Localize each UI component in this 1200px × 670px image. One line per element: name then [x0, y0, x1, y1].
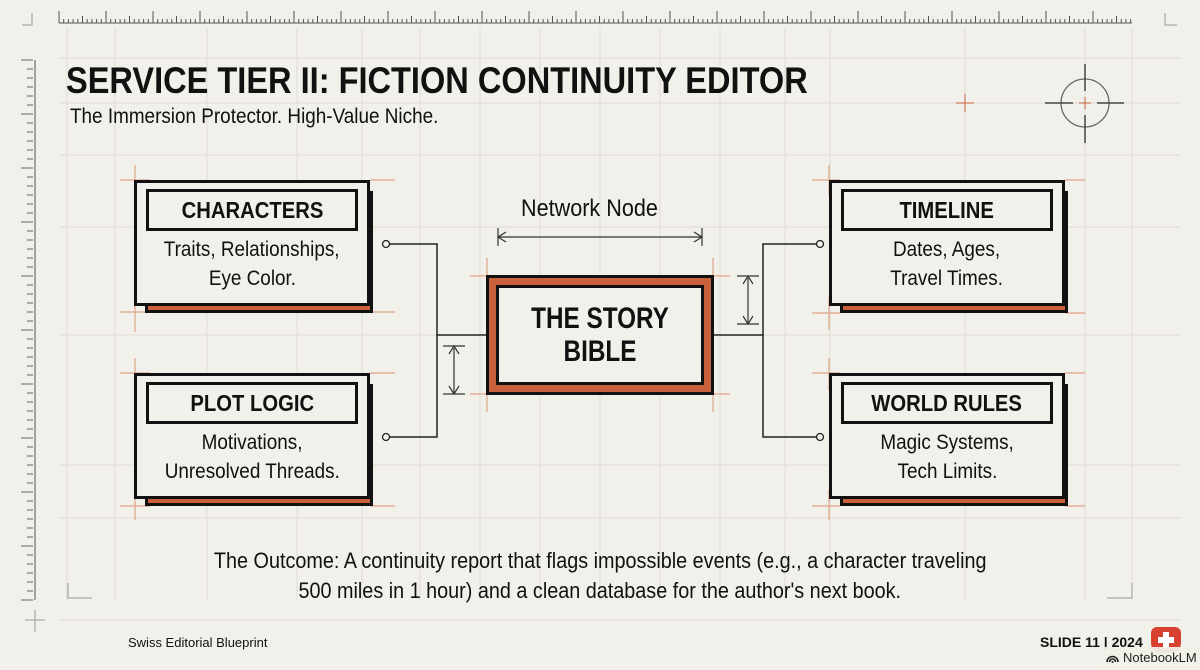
port-plot-logic [381, 432, 391, 442]
node-description: Magic Systems,Tech Limits. [880, 431, 1014, 483]
connector-lines [389, 243, 817, 438]
dimension-arrows [443, 228, 759, 396]
slide-number: SLIDE 11 | 2024 [1040, 634, 1143, 650]
node-plot-logic: PLOT LOGIC Motivations,Unresolved Thread… [134, 373, 373, 506]
notebooklm-logo-icon [1106, 655, 1119, 663]
port-world-rules [815, 432, 825, 442]
page-title: SERVICE TIER II: FICTION CONTINUITY EDIT… [66, 60, 808, 101]
outcome-text: The Outcome: A continuity report that fl… [213, 548, 987, 603]
network-node-label: Network Node [521, 195, 658, 222]
node-description: Dates, Ages,Travel Times. [890, 238, 1004, 290]
node-title: PLOT LOGIC [146, 382, 358, 424]
node-title: TIMELINE [841, 189, 1053, 231]
node-description: Traits, Relationships,Eye Color. [164, 238, 340, 290]
page-subtitle: The Immersion Protector. High-Value Nich… [70, 105, 439, 128]
notebooklm-badge: NotebookLM [1100, 647, 1200, 667]
node-timeline: TIMELINE Dates, Ages,Travel Times. [829, 180, 1068, 313]
node-world-rules: WORLD RULES Magic Systems,Tech Limits. [829, 373, 1068, 506]
node-title: WORLD RULES [841, 382, 1053, 424]
node-characters: CHARACTERS Traits, Relationships,Eye Col… [134, 180, 373, 313]
footer-brand: Swiss Editorial Blueprint [128, 635, 268, 650]
crosshair-target-icon [1045, 64, 1124, 143]
port-characters [381, 239, 391, 249]
port-timeline [815, 239, 825, 249]
node-title: CHARACTERS [146, 189, 358, 231]
node-description: Motivations,Unresolved Threads. [164, 431, 340, 483]
